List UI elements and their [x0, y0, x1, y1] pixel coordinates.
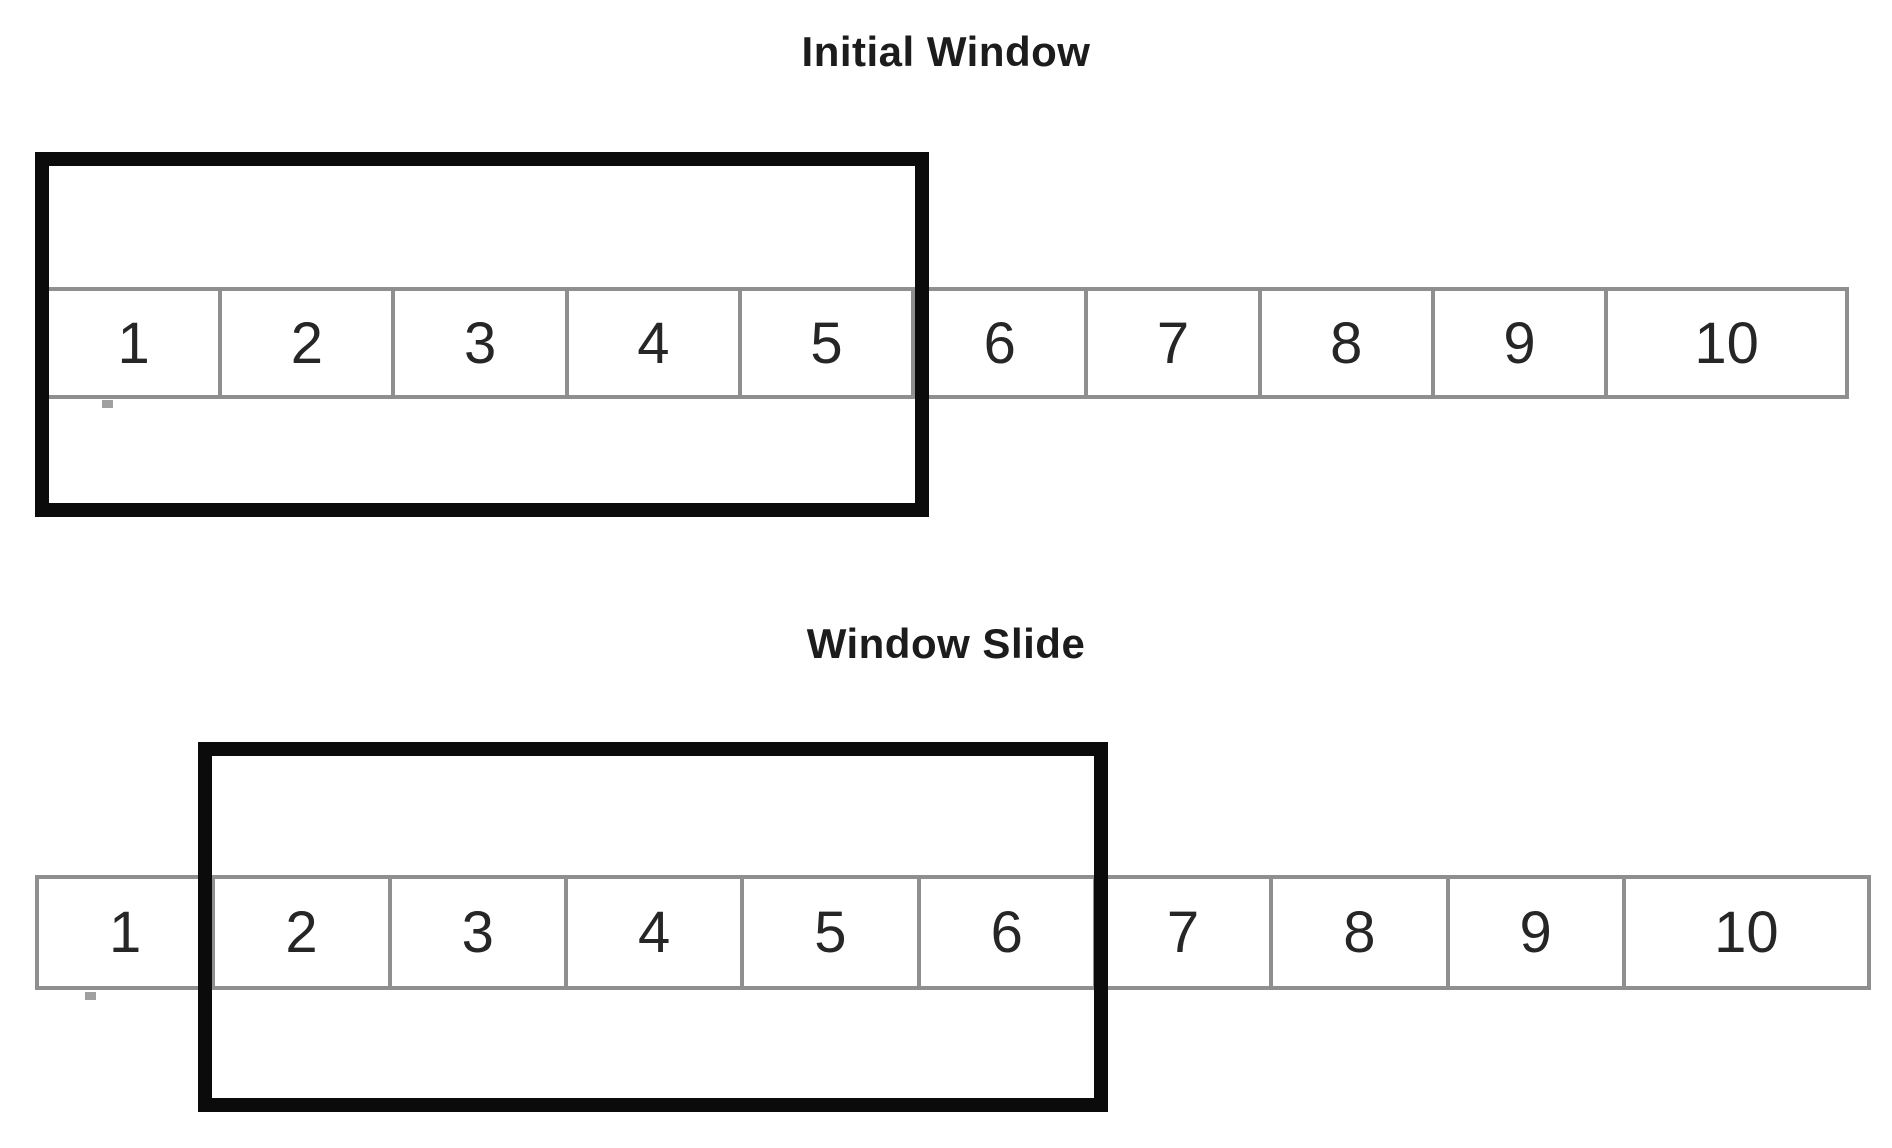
stray-mark	[102, 400, 113, 408]
array-cell-10: 10	[1604, 287, 1850, 399]
array-cell-3: 3	[387, 875, 568, 990]
initial-window-title: Initial Window	[801, 28, 1091, 75]
array-cell-8: 8	[1257, 287, 1435, 399]
array-cell-10: 10	[1621, 875, 1872, 990]
array-cell-9: 9	[1430, 287, 1609, 399]
array-cell-6: 6	[911, 287, 1089, 399]
array-cell-4: 4	[563, 875, 745, 990]
window-slide-title: Window Slide	[806, 620, 1086, 667]
array-cell-9: 9	[1445, 875, 1626, 990]
stray-mark	[85, 992, 96, 1000]
array-cell-7: 7	[1092, 875, 1274, 990]
array-row-slide: 1 2 3 4 5 6 7 8 9 10	[35, 875, 1872, 990]
array-cell-5: 5	[740, 875, 921, 990]
window-rectangle-initial	[35, 152, 929, 517]
array-row-initial: 1 2 3 4 5 6 7 8 9 10	[45, 287, 1850, 399]
window-rectangle-slide	[198, 742, 1108, 1112]
array-cell-7: 7	[1084, 287, 1262, 399]
array-cell-4: 4	[564, 287, 742, 399]
array-cell-2: 2	[218, 287, 396, 399]
array-cell-1: 1	[35, 875, 216, 990]
array-cell-3: 3	[391, 287, 569, 399]
array-cell-8: 8	[1269, 875, 1450, 990]
